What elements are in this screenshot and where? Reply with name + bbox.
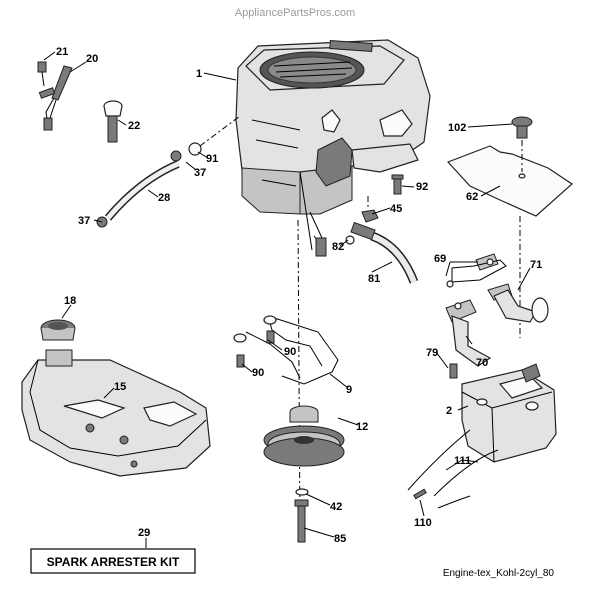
- part-label-9: 9: [346, 384, 352, 396]
- part-label-70: 70: [476, 357, 488, 369]
- part-label-69: 69: [434, 253, 446, 265]
- part-label-91: 91: [206, 153, 218, 165]
- fuel-cap-illustration: [40, 319, 76, 341]
- washer-bolt-illustration: [294, 488, 309, 543]
- fuel-tank-illustration: [21, 349, 211, 477]
- muffler-illustration: [461, 363, 557, 463]
- exhaust-pipe-illustration: [445, 253, 549, 367]
- leader-lines: [43, 51, 531, 548]
- bolts-90-illustration: [236, 330, 275, 368]
- heat-shield-illustration: [446, 145, 573, 217]
- nut-45-illustration: [361, 196, 379, 223]
- watermark: AppliancePartsPros.com: [235, 7, 355, 19]
- part-label-20: 20: [86, 53, 98, 65]
- part-label-37-lower: 37: [78, 215, 90, 227]
- part-label-111: 111: [454, 455, 471, 467]
- spark-arrester-kit-box: SPARK ARRESTER KIT: [30, 548, 196, 574]
- engine-illustration: [235, 39, 431, 257]
- part-label-82: 82: [332, 241, 344, 253]
- part-label-90-upper: 90: [284, 346, 296, 358]
- throttle-cable-illustration: [345, 221, 419, 284]
- part-label-92: 92: [416, 181, 428, 193]
- part-label-15: 15: [114, 381, 126, 393]
- pulley-illustration: [263, 405, 345, 467]
- part-label-42: 42: [330, 501, 342, 513]
- part-label-81: 81: [368, 273, 380, 285]
- part-label-45: 45: [390, 203, 402, 215]
- part-label-21: 21: [56, 46, 68, 58]
- part-label-1: 1: [196, 68, 202, 80]
- diagram-caption: Engine-tex_Kohl-2cyl_80: [443, 568, 555, 579]
- drain-hose-illustration: [96, 115, 241, 228]
- part-label-12: 12: [356, 421, 368, 433]
- part-label-37-upper: 37: [194, 167, 206, 179]
- spark-arrester-wires-illustration: [407, 429, 499, 509]
- part-label-62: 62: [466, 191, 478, 203]
- part-label-110: 110: [414, 517, 432, 529]
- center-axis-line: [297, 219, 301, 531]
- part-label-90-lower: 90: [252, 367, 264, 379]
- bolt-79-illustration: [449, 363, 458, 379]
- spark-arrester-kit-label: SPARK ARRESTER KIT: [47, 555, 180, 569]
- part-label-22: 22: [128, 120, 140, 132]
- part-labels: 1 21 20 22 91 37 28 37 18 15 90 90 9 12 …: [56, 46, 542, 545]
- part-label-29: 29: [138, 527, 150, 539]
- bracket-illustration: [233, 315, 339, 385]
- part-label-85: 85: [334, 533, 346, 545]
- part-label-28: 28: [158, 192, 170, 204]
- part-label-71: 71: [530, 259, 542, 271]
- part-label-79: 79: [426, 347, 438, 359]
- oil-drain-plug-illustration: [103, 100, 123, 143]
- part-label-18: 18: [64, 295, 76, 307]
- part-label-102: 102: [448, 122, 466, 134]
- part-label-2: 2: [446, 405, 452, 417]
- dipstick-tube-illustration: [37, 61, 73, 131]
- bolt-92-illustration: [391, 174, 404, 195]
